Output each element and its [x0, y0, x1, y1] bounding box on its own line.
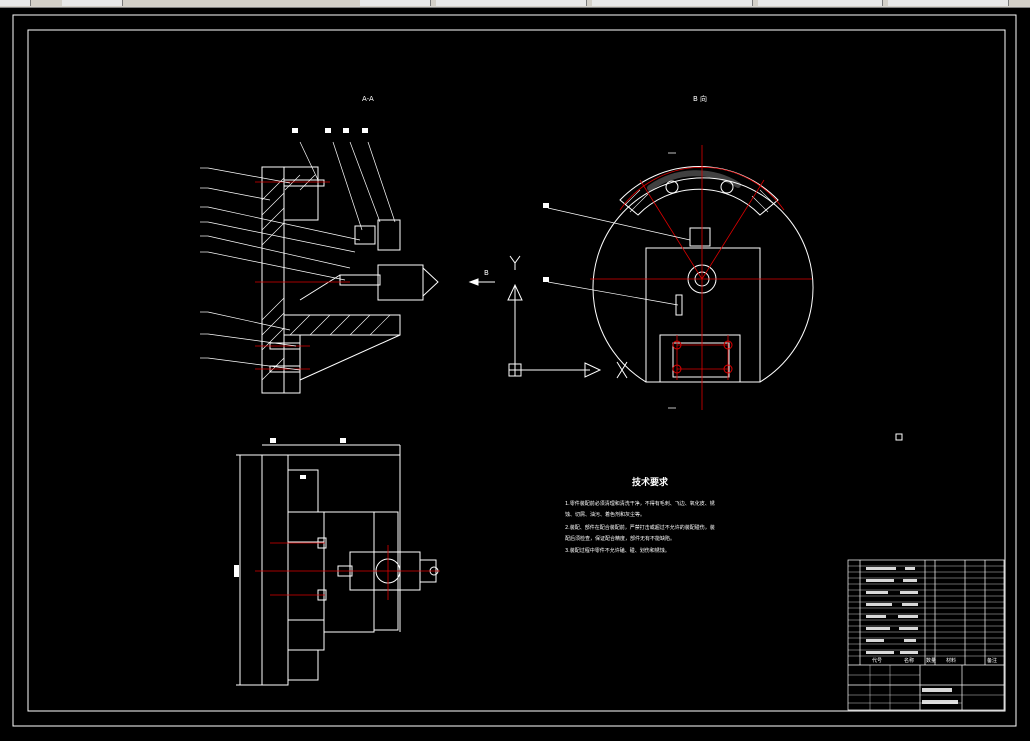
tech-requirement-line: 蚀、切屑、油污、着色剂和灰尘等。: [565, 511, 645, 518]
lineweight-dropdown[interactable]: [758, 0, 883, 6]
toolbar-button[interactable]: [62, 0, 123, 6]
tech-requirement-line: 配后须检查，保证配合精度，部件无有不能缺陷。: [565, 535, 675, 542]
toolbar-button[interactable]: [0, 0, 31, 6]
title-block-header: 备注: [987, 657, 997, 664]
section-view: A-A: [200, 95, 439, 394]
sheet-border-outer: [12, 14, 1017, 727]
title-block-header: 材料: [946, 657, 956, 664]
plan-view: [234, 438, 440, 686]
drawing-canvas[interactable]: A-A: [0, 8, 1030, 737]
title-block: 代号 名称 数量 材料 备注: [847, 559, 1005, 711]
section-view-label: A-A: [362, 95, 374, 103]
cad-drawing: A-A: [12, 14, 1017, 727]
snap-marker: [895, 433, 903, 441]
tech-requirements-title: 技术要求: [632, 476, 669, 488]
linetype-dropdown[interactable]: [592, 0, 753, 6]
layer-dropdown[interactable]: [436, 0, 587, 6]
sheet-border-inner: [27, 29, 1006, 712]
technical-requirements: 技术要求 1.零件装配前必须清理和清洗干净，不得有毛刺、飞边、氧化皮、锈 蚀、切…: [565, 476, 715, 554]
title-block-header: 代号: [872, 657, 882, 664]
view-direction-arrow: B: [468, 269, 495, 286]
direction-view: B 向: [543, 94, 814, 410]
cad-toolbar: [0, 0, 1030, 8]
tech-requirement-line: 3.装配过程中零件不允许磕、碰、划伤和锈蚀。: [565, 547, 670, 554]
title-block-header: 名称: [904, 657, 914, 664]
ucs-icon: [507, 255, 628, 379]
tech-requirement-line: 2.装配、部件在配合装配前，严禁打击或超过不允许的装配碰伤，装: [565, 524, 715, 531]
toolbar-button[interactable]: [360, 0, 431, 6]
tech-requirement-line: 1.零件装配前必须清理和清洗干净，不得有毛刺、飞边、氧化皮、锈: [565, 500, 715, 507]
direction-view-label: B 向: [693, 94, 707, 103]
plotstyle-dropdown[interactable]: [888, 0, 1009, 6]
title-block-header: 数量: [926, 657, 936, 664]
direction-arrow-label: B: [484, 269, 489, 277]
